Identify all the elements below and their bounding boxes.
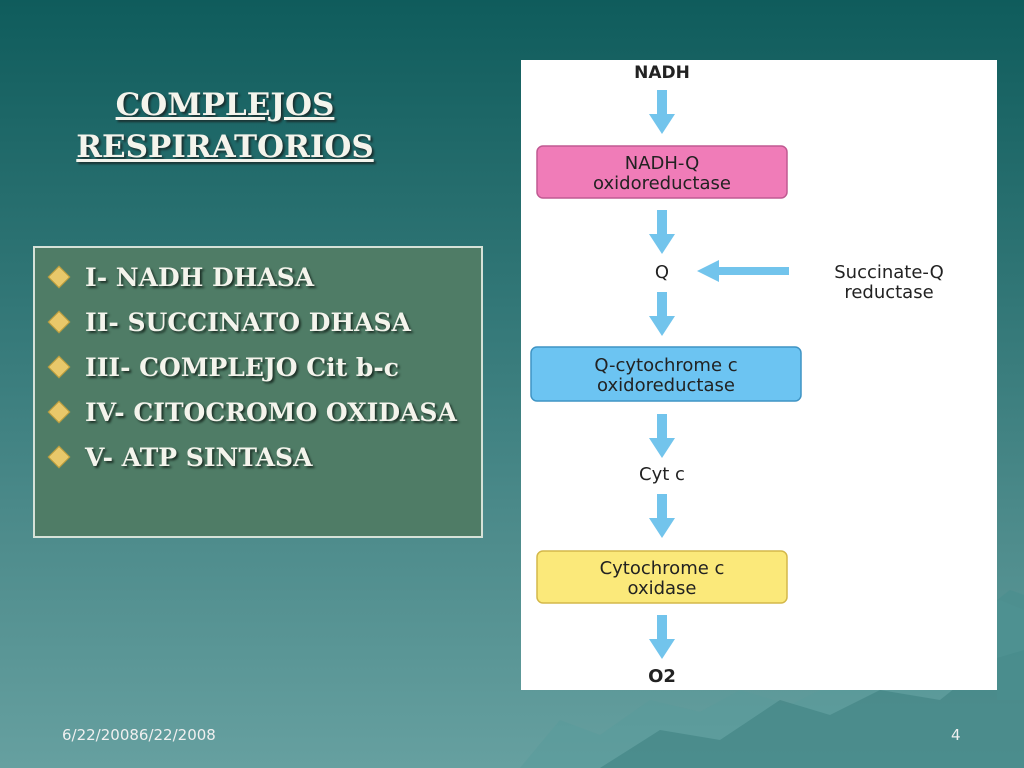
complex-list-box: I- NADH DHASA II- SUCCINATO DHASA III- C…: [33, 246, 483, 538]
diamond-bullet-icon: [47, 265, 71, 289]
list-item: IV- CITOCROMO OXIDASA: [47, 395, 471, 431]
title-line-1: COMPLEJOS: [115, 87, 335, 123]
footer-date: 6/22/20086/22/2008: [62, 726, 216, 744]
arrow-down-icon: [649, 90, 675, 134]
diamond-bullet-icon: [47, 355, 71, 379]
complex3-line2: oxidoreductase: [597, 375, 735, 396]
list-item: V- ATP SINTASA: [47, 440, 471, 476]
cytochrome-c-oxidase-box: [536, 550, 788, 604]
electron-transport-diagram: NADH NADH-Q oxidoreductase Q Succinate-Q…: [521, 60, 997, 690]
cyt-c-label: Cyt c: [639, 464, 685, 485]
nadh-label: NADH: [634, 63, 690, 83]
arrow-down-icon: [649, 615, 675, 659]
arrow-down-icon: [649, 210, 675, 254]
q-label: Q: [655, 262, 669, 283]
complex1-line2: oxidoreductase: [593, 173, 731, 194]
arrow-left-icon: [697, 260, 789, 282]
complex-list: I- NADH DHASA II- SUCCINATO DHASA III- C…: [47, 260, 471, 485]
nadh-q-oxidoreductase-box: [536, 145, 788, 199]
list-item: I- NADH DHASA: [47, 260, 471, 296]
slide-number: 4: [951, 726, 961, 744]
succinate-q-line1: Succinate-Q: [834, 262, 944, 283]
q-cytochrome-c-oxidoreductase-box: [530, 346, 802, 402]
title-line-2: RESPIRATORIOS: [76, 129, 374, 165]
succinate-q-line2: reductase: [844, 282, 933, 303]
o2-label: O2: [648, 666, 676, 687]
list-item: II- SUCCINATO DHASA: [47, 305, 471, 341]
arrow-down-icon: [649, 414, 675, 458]
diamond-bullet-icon: [47, 310, 71, 334]
diamond-bullet-icon: [47, 400, 71, 424]
complex3-line1: Q-cytochrome c: [594, 355, 737, 376]
diamond-bullet-icon: [47, 445, 71, 469]
arrow-down-icon: [649, 292, 675, 336]
list-item: III- COMPLEJO Cit b-c: [47, 350, 471, 386]
arrow-down-icon: [649, 494, 675, 538]
complex1-line1: NADH-Q: [625, 153, 700, 174]
slide-title: COMPLEJOS RESPIRATORIOS: [40, 84, 410, 168]
complex4-line2: oxidase: [627, 578, 696, 599]
complex4-line1: Cytochrome c: [600, 558, 725, 579]
diagram-svg: NADH NADH-Q oxidoreductase Q Succinate-Q…: [530, 63, 944, 687]
